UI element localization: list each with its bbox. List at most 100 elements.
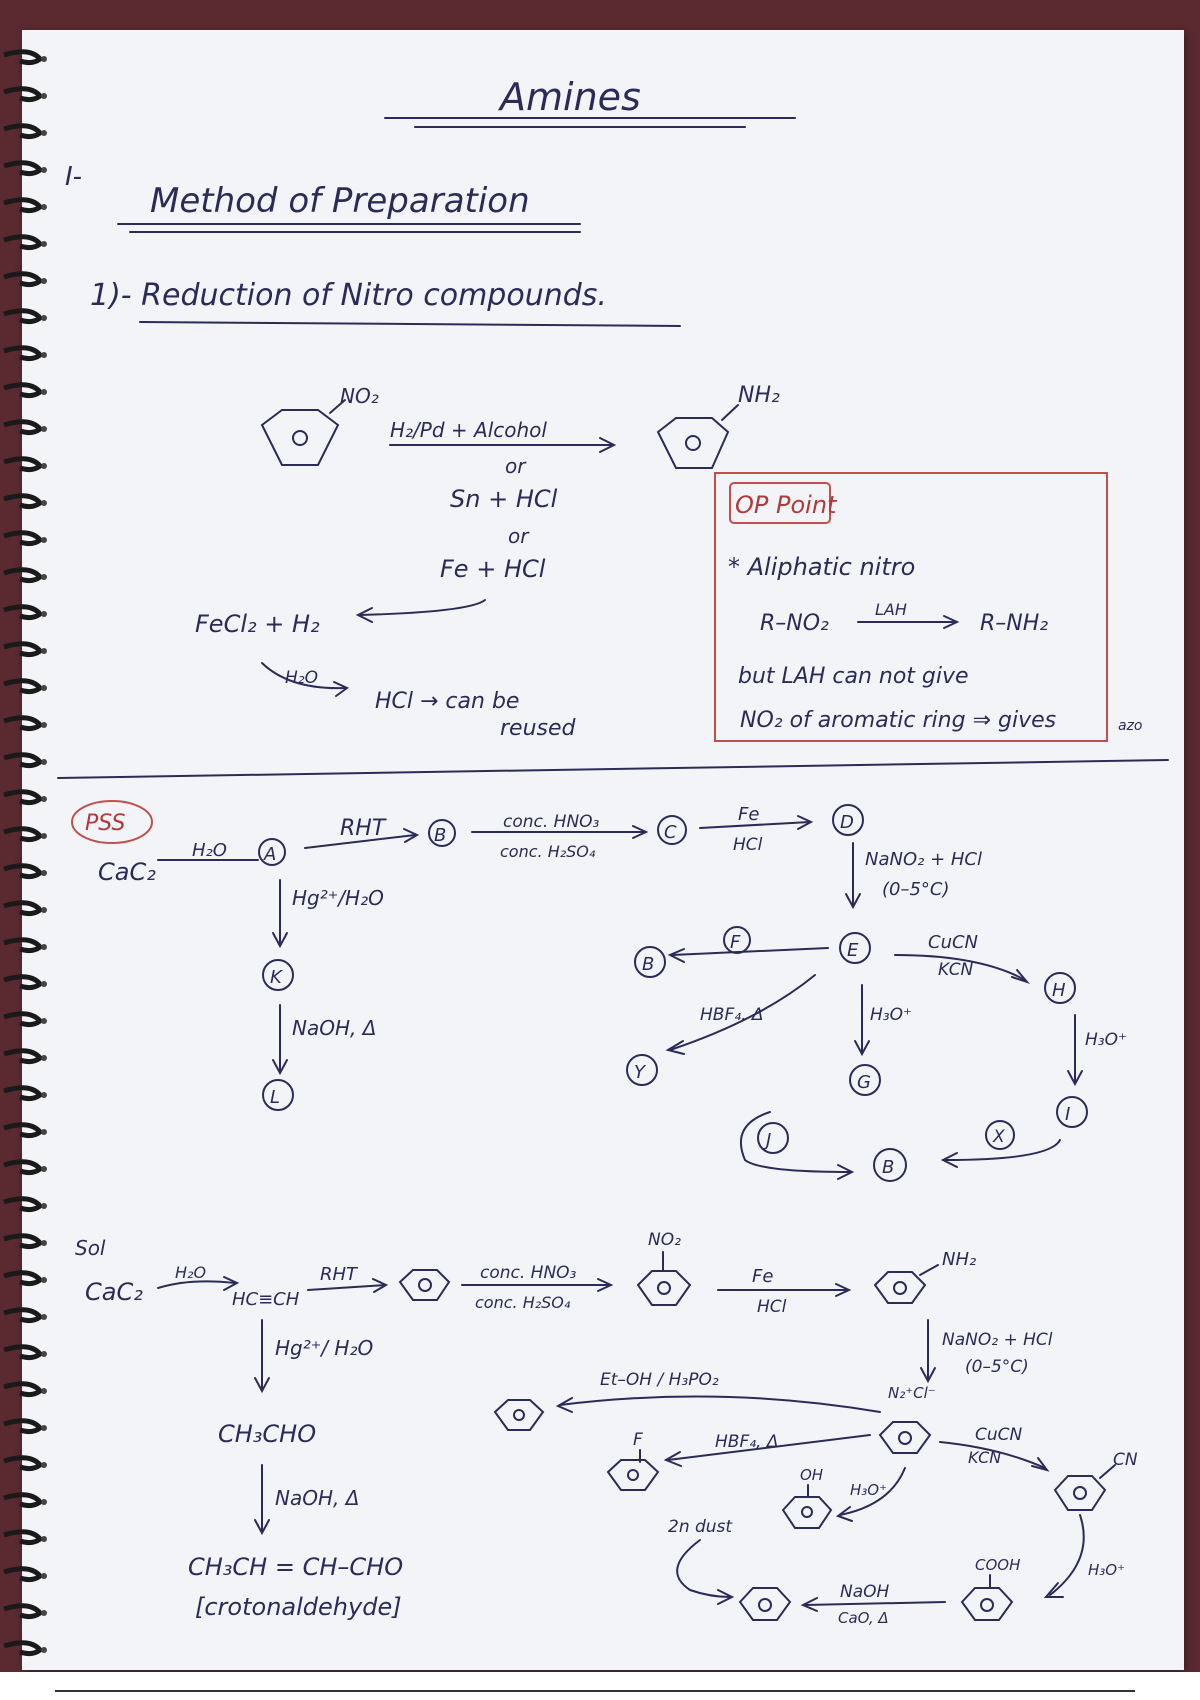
spiral-ring [3,419,44,436]
spiral-ring [3,271,44,288]
sol-no2: NO₂ [648,1230,681,1250]
spiral-ring [3,1344,44,1361]
spiral-ring [3,1566,44,1583]
spiral-hole [41,611,47,617]
pss-naoh: NaOH, Δ [292,1016,376,1040]
sol-nh2: NH₂ [942,1249,976,1270]
spiral-hole [41,426,47,432]
pss-L: L [270,1087,280,1108]
notebook-page [22,30,1184,1670]
bottom-margin [0,1672,1200,1700]
spiral-ring [3,382,44,399]
pss-B-2: B [642,954,654,975]
pss-badge [71,800,153,844]
op-point-label: OP Point [735,491,838,519]
pss-conc-hno3: conc. HNO₃ [503,812,600,832]
sol-cn: CN [1113,1450,1138,1470]
pss-K: K [270,967,283,988]
sol-hcl: HCl [757,1297,787,1317]
pss-cac2: CaC₂ [98,858,156,886]
spiral-hole [41,1018,47,1024]
pss-C: C [664,822,677,843]
spiral-ring [3,1381,44,1398]
pss-conc-h2so4: conc. H₂SO₄ [500,842,596,861]
pss-h3o-1: H₃O⁺ [870,1005,912,1025]
spiral-hole [41,1351,47,1357]
spiral-ring [3,937,44,954]
reagent-sn-hcl: Sn + HCl [450,485,558,513]
pss-label: PSS [85,811,125,836]
spiral-ring [3,1048,44,1065]
op-rno2: R–NO₂ [760,611,829,636]
spiral-hole [41,315,47,321]
spiral-ring [3,160,44,177]
benzene-ring [260,409,340,466]
pss-F: F [730,932,741,953]
op-point-box [714,472,1108,742]
spiral-hole [41,574,47,580]
spiral-ring [3,1455,44,1472]
spiral-hole [41,1203,47,1209]
spiral-hole [41,1462,47,1468]
spiral-ring [3,604,44,621]
sol-h2o: H₂O [175,1263,206,1282]
spiral-ring [3,641,44,658]
spiral-ring [3,530,44,547]
section-title: Method of Preparation [150,181,530,221]
spiral-ring [3,234,44,251]
op-line-3: but LAH can not give [738,664,969,689]
sol-temp: (0–5°C) [965,1357,1029,1377]
spiral-hole [41,1055,47,1061]
amine-group-label: NH₂ [738,383,780,408]
spiral-hole [41,352,47,358]
pss-Y: Y [634,1062,647,1083]
spiral-ring [3,1603,44,1620]
spiral-hole [41,56,47,62]
spiral-hole [41,1536,47,1542]
spiral-hole [41,722,47,728]
spiral-hole [41,685,47,691]
pss-rht: RHT [340,816,387,841]
spiral-ring [3,123,44,140]
hcl-reused-note: HCl → can be [375,689,519,714]
spiral-ring [3,197,44,214]
sol-acetaldehyde: CH₃CHO [218,1420,316,1448]
spiral-ring [3,86,44,103]
sol-kcn: KCN [968,1448,1001,1467]
spiral-hole [41,1388,47,1394]
nitro-group-label: NO₂ [340,384,379,408]
reagent-h2-pd: H₂/Pd + Alcohol [390,418,547,442]
spiral-ring [3,1492,44,1509]
sol-fe: Fe [752,1266,773,1287]
op-rnh2: R–NH₂ [980,611,1048,636]
or-label-2: or [508,524,530,548]
spiral-hole [41,907,47,913]
spiral-hole [41,1499,47,1505]
sol-zn-dust: 2n dust [668,1517,733,1537]
spiral-ring [3,863,44,880]
sol-cooh: COOH [975,1556,1020,1574]
ring-circle [292,430,308,446]
spiral-ring [3,826,44,843]
spiral-ring [3,1418,44,1435]
pss-h3o-2: H₃O⁺ [1085,1030,1127,1050]
spiral-ring [3,49,44,66]
pss-hcl: HCl [733,835,763,855]
spiral-ring [3,1640,44,1657]
spiral-ring [3,567,44,584]
spiral-hole [41,759,47,765]
spiral-hole [41,537,47,543]
spiral-hole [41,389,47,395]
op-line-4b: azo [1118,718,1143,734]
reagent-fe-hcl: Fe + HCl [440,555,546,583]
spiral-ring [3,1529,44,1546]
sol-crotonaldehyde-formula: CH₃CH = CH–CHO [188,1553,403,1581]
spiral-ring [3,345,44,362]
spiral-hole [41,278,47,284]
spiral-hole [41,1314,47,1320]
pss-kcn: KCN [938,960,974,980]
spiral-hole [41,130,47,136]
spiral-ring [3,308,44,325]
pss-H: H [1052,980,1066,1001]
